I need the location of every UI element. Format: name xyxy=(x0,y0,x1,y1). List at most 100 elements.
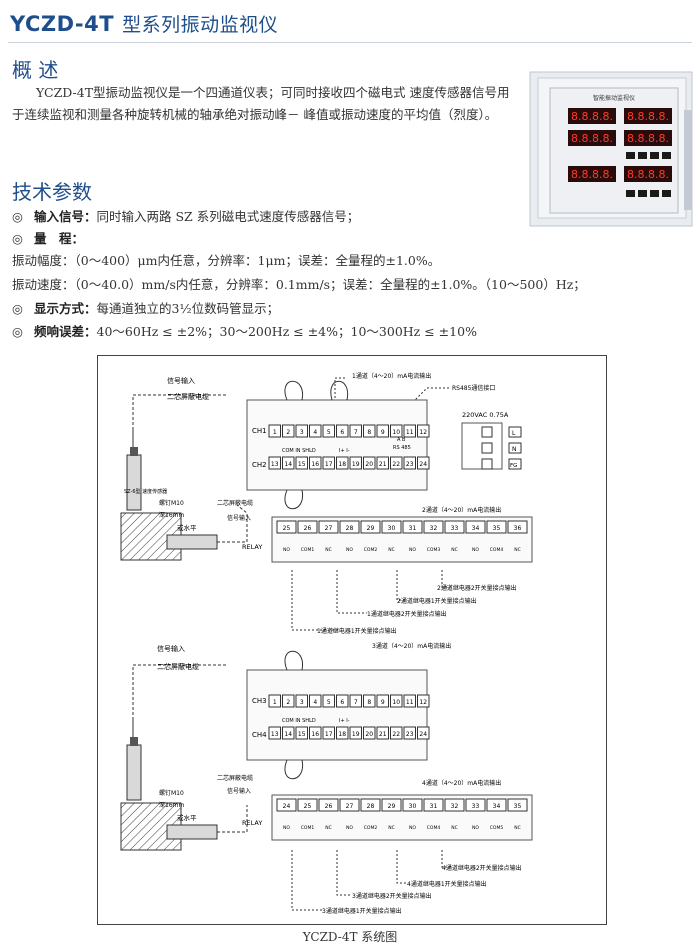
terminal-number: 10 xyxy=(392,429,400,436)
terminal-30 xyxy=(402,798,423,812)
terminal-number: 8 xyxy=(367,699,371,706)
terminal-23 xyxy=(403,456,416,470)
terminal-32 xyxy=(444,798,465,812)
label-cable4: 二芯屏蔽电缆 xyxy=(217,774,253,782)
terminal-label: COM4 xyxy=(427,825,441,831)
label-horizontal: 或水平 xyxy=(177,523,197,532)
terminal-17 xyxy=(322,726,335,740)
terminal-26 xyxy=(297,520,318,534)
label-cable3: 二芯屏蔽电缆 xyxy=(157,662,199,671)
terminal-4 xyxy=(309,694,322,708)
model-name: YCZD-4T xyxy=(10,12,115,36)
terminal-number: 29 xyxy=(367,525,375,532)
label-signal-input3: 信号输入 xyxy=(157,644,185,653)
terminal-number: 32 xyxy=(430,525,438,532)
terminal-number: 7 xyxy=(354,429,358,436)
terminal-20 xyxy=(363,456,376,470)
terminal-13 xyxy=(268,456,281,470)
terminal-5 xyxy=(322,424,335,438)
bullet-icon: ◎ xyxy=(12,324,23,339)
terminal-number: 17 xyxy=(325,731,333,738)
label-cable: 二芯屏蔽电缆 xyxy=(167,392,209,401)
terminal-25 xyxy=(297,798,318,812)
terminal-number: 15 xyxy=(298,731,306,738)
terminal-number: 17 xyxy=(325,461,333,468)
terminal-label: COM2 xyxy=(364,547,378,553)
terminal-24 xyxy=(417,456,430,470)
terminal-number: 31 xyxy=(430,803,438,810)
terminal-number: 25 xyxy=(304,803,312,810)
terminal-12 xyxy=(417,694,430,708)
terminal-number: 16 xyxy=(311,461,319,468)
terminal-label: COM4 xyxy=(490,547,504,553)
label-terms2: COM IN SHLD xyxy=(282,718,316,724)
terminal-number: 2 xyxy=(286,699,290,706)
terminal-number: 36 xyxy=(514,525,522,532)
display-3: 8.8.8.8. xyxy=(571,132,613,145)
sensor-label: SZ-6型 速度传感器 xyxy=(124,488,167,495)
label-relay: RELAY xyxy=(242,543,262,551)
label-power: 220VAC 0.75A xyxy=(462,411,509,419)
spec-display: ◎显示方式：每通道独立的3½位数码管显示； xyxy=(12,301,280,316)
terminal-number: 32 xyxy=(451,803,459,810)
terminal-number: 14 xyxy=(284,461,292,468)
terminal-number: 24 xyxy=(419,731,427,738)
terminal-25 xyxy=(276,520,297,534)
label-cable2: 二芯屏蔽电缆 xyxy=(217,499,253,507)
terminal-number: 35 xyxy=(514,803,522,810)
terminal-number: 5 xyxy=(327,699,331,706)
terminal-18 xyxy=(336,456,349,470)
label-ch2: CH2 xyxy=(252,461,267,469)
terminal-22 xyxy=(390,456,403,470)
terminal-number: 33 xyxy=(451,525,459,532)
terminal-number: 33 xyxy=(472,803,480,810)
terminal-7 xyxy=(349,424,362,438)
terminal-5 xyxy=(322,694,335,708)
terminal-number: 9 xyxy=(381,429,385,436)
terminal-24 xyxy=(276,798,297,812)
terminal-28 xyxy=(339,520,360,534)
terminal-3 xyxy=(295,694,308,708)
terminal-number: 26 xyxy=(325,803,333,810)
spec-frequency: ◎频响误差：40～60Hz ≤ ±2%；30～200Hz ≤ ±4%；10～30… xyxy=(12,324,477,339)
label-signal-input: 信号输入 xyxy=(167,376,195,385)
terminal-33 xyxy=(465,798,486,812)
title-divider xyxy=(8,42,692,43)
terminal-24 xyxy=(417,726,430,740)
terminal-number: 19 xyxy=(352,461,360,468)
terminal-number: 11 xyxy=(406,429,414,436)
terminal-label: NC xyxy=(325,547,332,553)
terminal-number: 3 xyxy=(300,699,304,706)
terminal-1 xyxy=(268,694,281,708)
terminal-number: 1 xyxy=(273,429,277,436)
terminal-number: 30 xyxy=(409,803,417,810)
terminal-10 xyxy=(390,424,403,438)
terminal-21 xyxy=(376,456,389,470)
relay-terminals-lower: 24NO25COM126NC27NO28COM229NC30NO31COM432… xyxy=(276,798,528,831)
label-N: N xyxy=(512,446,517,453)
label-nut2: 螺钉M10 xyxy=(159,789,184,797)
label-rs485: RS485通信接口 xyxy=(452,384,495,392)
terminal-number: 12 xyxy=(419,699,427,706)
terminal-11 xyxy=(403,424,416,438)
terminal-number: 19 xyxy=(352,731,360,738)
terminal-8 xyxy=(363,694,376,708)
terminal-8 xyxy=(363,424,376,438)
terminal-4 xyxy=(309,424,322,438)
terminal-15 xyxy=(295,456,308,470)
terminal-27 xyxy=(339,798,360,812)
terminal-number: 28 xyxy=(346,525,354,532)
terminal-9 xyxy=(376,694,389,708)
terminal-number: 24 xyxy=(283,803,291,810)
display-1: 8.8.8.8. xyxy=(571,110,613,123)
terminal-14 xyxy=(282,456,295,470)
label-nut: 螺钉M10 xyxy=(159,499,184,507)
label-relay4b: 4通道继电器2开关量接点输出 xyxy=(442,864,522,872)
label-relay3a: 3通道继电器1开关量接点输出 xyxy=(322,907,402,915)
device-photo: 智能振动监视仪 8.8.8.8. 8.8.8.8. 8.8.8.8. 8.8.8… xyxy=(529,71,693,227)
terminal-label: NO xyxy=(283,547,290,553)
bullet-icon: ◎ xyxy=(12,209,23,224)
terminal-number: 29 xyxy=(388,803,396,810)
